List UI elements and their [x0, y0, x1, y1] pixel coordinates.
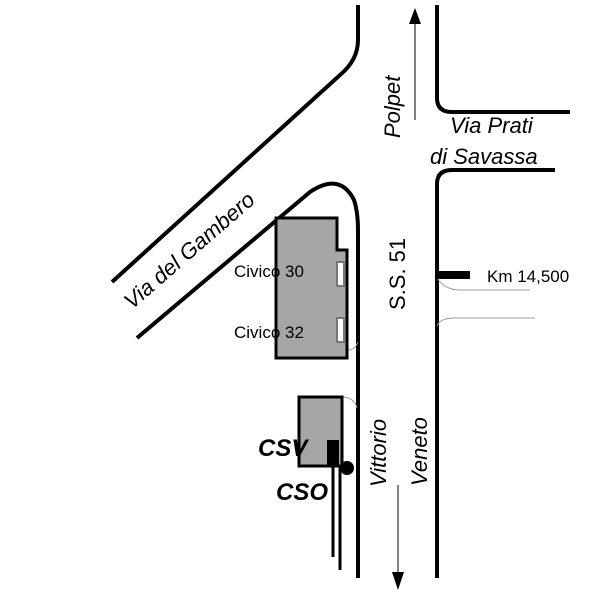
label-km: Km 14,500 [487, 267, 569, 286]
label-vittorio: Vittorio [366, 419, 391, 487]
label-veneto: Veneto [407, 417, 432, 486]
arrow-up-icon [409, 8, 421, 120]
label-ss51: S.S. 51 [385, 238, 410, 310]
entrance-civico-30 [336, 261, 345, 287]
roads [110, 5, 570, 578]
arrow-down-icon [392, 485, 404, 590]
road-edge-lower-right [435, 168, 555, 578]
label-csv: CSV [258, 435, 309, 462]
building-civico-30-32 [274, 216, 349, 360]
minor-lines [341, 277, 535, 409]
road-edge-upper-left [110, 5, 360, 284]
road-edge-lower-left [135, 181, 360, 578]
km-marker [437, 271, 470, 279]
label-civico-30: Civico 30 [234, 262, 304, 281]
label-polpet: Polpet [380, 75, 405, 138]
side-road-line [436, 317, 535, 327]
label-cso: CSO [276, 479, 328, 506]
driveway-line [347, 341, 359, 351]
road-edge-upper-right [435, 5, 570, 114]
csv-marker [327, 440, 339, 466]
entrance-civico-32 [336, 317, 345, 343]
label-civico-32: Civico 32 [234, 323, 304, 342]
label-via-prati-1: Via Prati [450, 113, 534, 138]
side-road-line [436, 277, 530, 291]
label-via-prati-2: di Savassa [430, 144, 538, 169]
cso-marker [340, 461, 354, 475]
driveway-line [341, 396, 358, 409]
